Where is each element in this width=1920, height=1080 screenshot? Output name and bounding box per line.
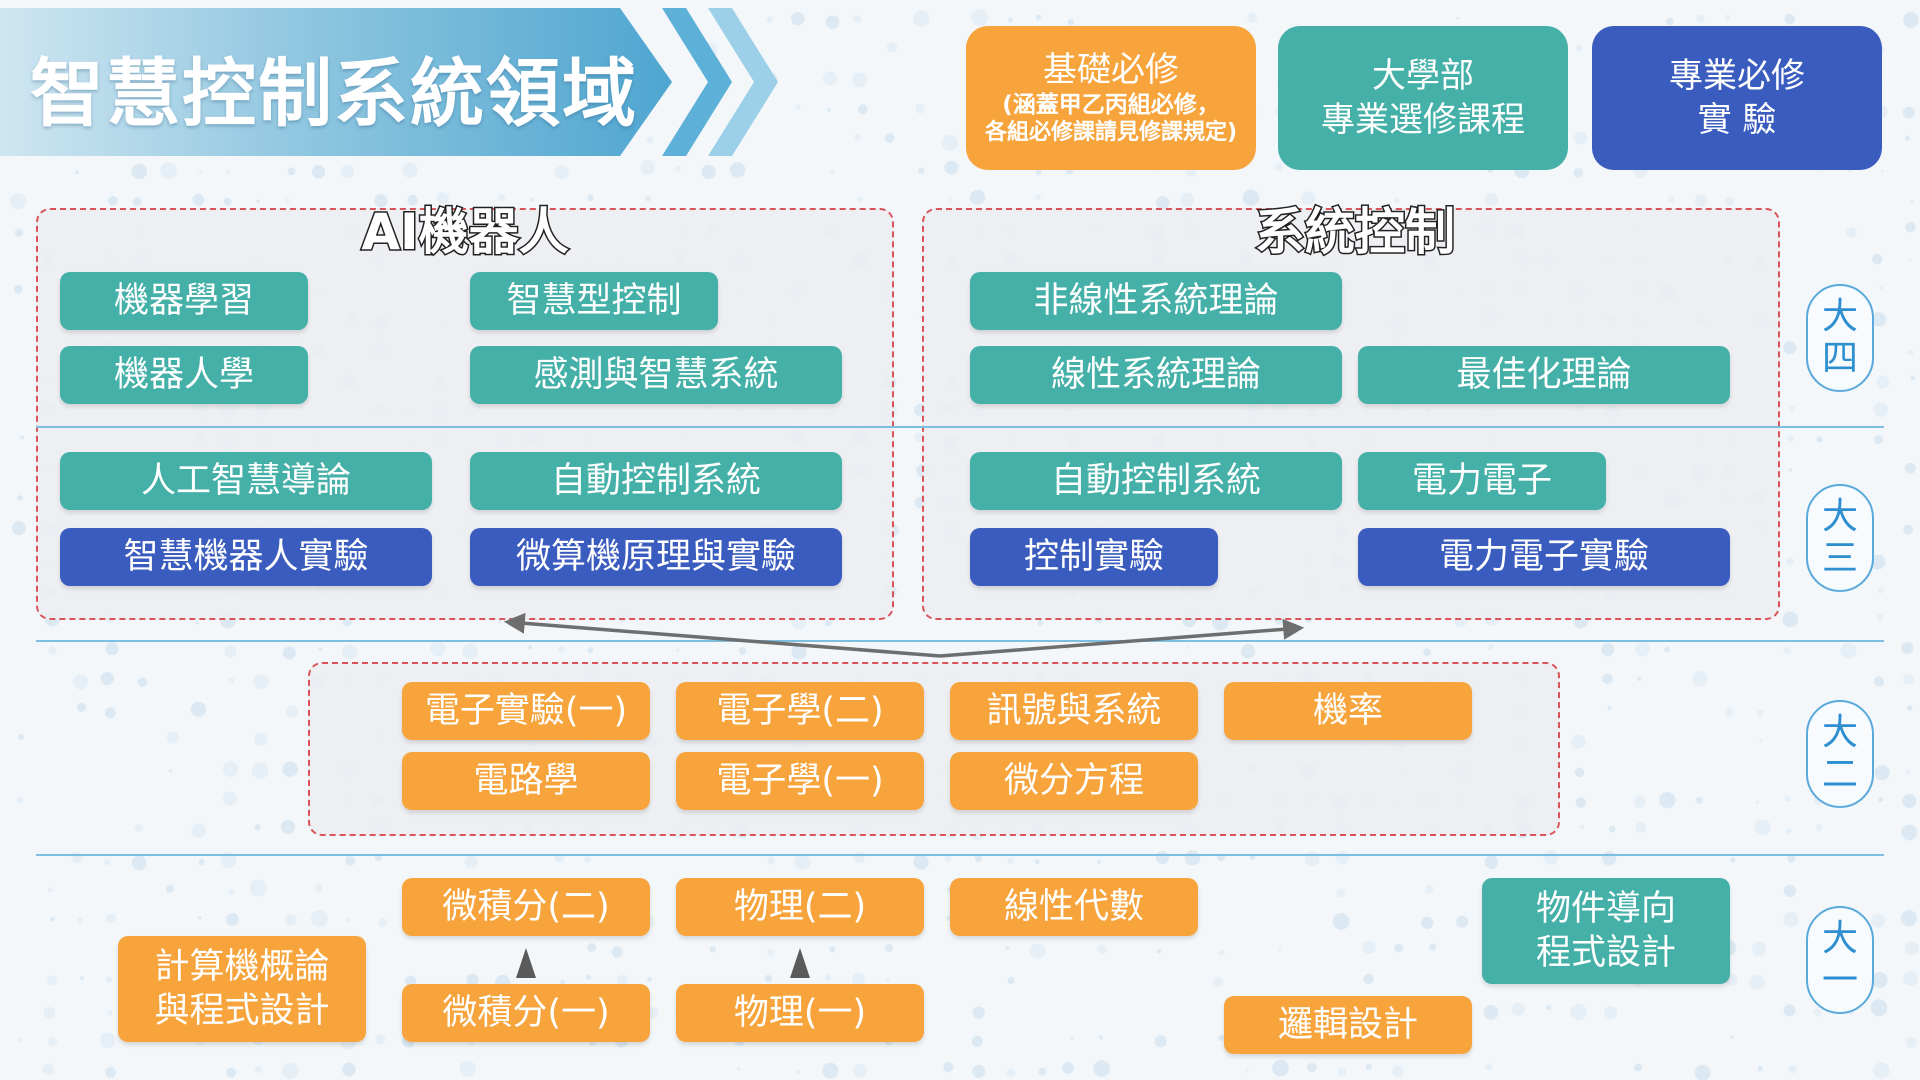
region-title-ai-robot: AI機器人 — [360, 202, 570, 263]
course-oop-line1: 物件導向 — [1535, 889, 1676, 929]
course-calculus-2: 微積分(二) — [402, 878, 650, 936]
legend-elective-line2: 專業選修課程 — [1321, 100, 1525, 140]
year-senior-char1: 大 — [1821, 296, 1858, 337]
year-label-junior: 大 三 — [1806, 484, 1874, 592]
legend-lab-line1: 專業必修 — [1669, 56, 1805, 96]
year-junior-char2: 三 — [1821, 538, 1858, 579]
year-label-senior: 大 四 — [1806, 284, 1874, 392]
course-object-oriented-programming: 物件導向 程式設計 — [1482, 878, 1730, 984]
course-linear-systems: 線性系統理論 — [970, 346, 1342, 404]
course-intro-cs-line1: 計算機概論 — [154, 947, 330, 987]
region-title-system-control: 系統控制 — [1254, 202, 1457, 263]
year-label-sophomore: 大 二 — [1806, 700, 1874, 808]
course-probability: 機率 — [1224, 682, 1472, 740]
chevron-arrow-icon — [662, 8, 732, 156]
page-title: 智慧控制系統領域 — [30, 51, 638, 137]
legend-foundation-line2: (涵蓋甲乙丙組必修， — [1002, 92, 1220, 118]
course-logic-design: 邏輯設計 — [1224, 996, 1472, 1054]
legend-foundation-line1: 基礎必修 — [1043, 50, 1179, 90]
course-power-electronics-lab: 電力電子實驗 — [1358, 528, 1730, 586]
course-oop-line2: 程式設計 — [1535, 933, 1676, 973]
legend-required-lab: 專業必修 實 驗 — [1592, 26, 1882, 170]
year-sophomore-char1: 大 — [1821, 712, 1858, 753]
course-intro-cs-line2: 與程式設計 — [154, 991, 330, 1031]
year-divider-sophomore-freshman — [36, 854, 1884, 856]
course-intro-ai: 人工智慧導論 — [60, 452, 432, 510]
legend-lab-line2: 實 驗 — [1697, 100, 1777, 140]
legend-elective-line1: 大學部 — [1372, 56, 1474, 96]
year-sophomore-char2: 二 — [1821, 754, 1858, 795]
course-auto-control-ai-track: 自動控制系統 — [470, 452, 842, 510]
year-freshman-char2: 一 — [1821, 960, 1858, 1001]
course-differential-equations: 微分方程 — [950, 752, 1198, 810]
title-banner — [0, 8, 672, 156]
course-power-electronics: 電力電子 — [1358, 452, 1606, 510]
year-senior-char2: 四 — [1821, 338, 1858, 379]
course-circuits: 電路學 — [402, 752, 650, 810]
course-electronics-2: 電子學(二) — [676, 682, 924, 740]
course-signals-systems: 訊號與系統 — [950, 682, 1198, 740]
course-intelligent-control: 智慧型控制 — [470, 272, 718, 330]
course-intro-computer-science: 計算機概論 與程式設計 — [118, 936, 366, 1042]
course-microcomputer-lab: 微算機原理與實驗 — [470, 528, 842, 586]
legend-foundation-required: 基礎必修 (涵蓋甲乙丙組必修， 各組必修課請見修課規定) — [966, 26, 1256, 170]
course-linear-algebra: 線性代數 — [950, 878, 1198, 936]
course-machine-learning: 機器學習 — [60, 272, 308, 330]
course-physics-1: 物理(一) — [676, 984, 924, 1042]
course-optimization: 最佳化理論 — [1358, 346, 1730, 404]
course-sensing-smart-systems: 感測與智慧系統 — [470, 346, 842, 404]
course-nonlinear-systems: 非線性系統理論 — [970, 272, 1342, 330]
course-physics-2: 物理(二) — [676, 878, 924, 936]
legend-elective: 大學部 專業選修課程 — [1278, 26, 1568, 170]
course-electronics-lab-1: 電子實驗(一) — [402, 682, 650, 740]
year-divider-junior-sophomore — [36, 640, 1884, 642]
course-smart-robot-lab: 智慧機器人實驗 — [60, 528, 432, 586]
course-robotics: 機器人學 — [60, 346, 308, 404]
course-calculus-1: 微積分(一) — [402, 984, 650, 1042]
year-divider-senior-junior — [36, 426, 1884, 428]
course-auto-control-sys-track: 自動控制系統 — [970, 452, 1342, 510]
year-junior-char1: 大 — [1821, 496, 1858, 537]
course-control-lab: 控制實驗 — [970, 528, 1218, 586]
year-freshman-char1: 大 — [1821, 918, 1858, 959]
legend-foundation-line3: 各組必修課請見修課規定) — [984, 120, 1238, 145]
course-electronics-1: 電子學(一) — [676, 752, 924, 810]
year-label-freshman: 大 一 — [1806, 906, 1874, 1014]
